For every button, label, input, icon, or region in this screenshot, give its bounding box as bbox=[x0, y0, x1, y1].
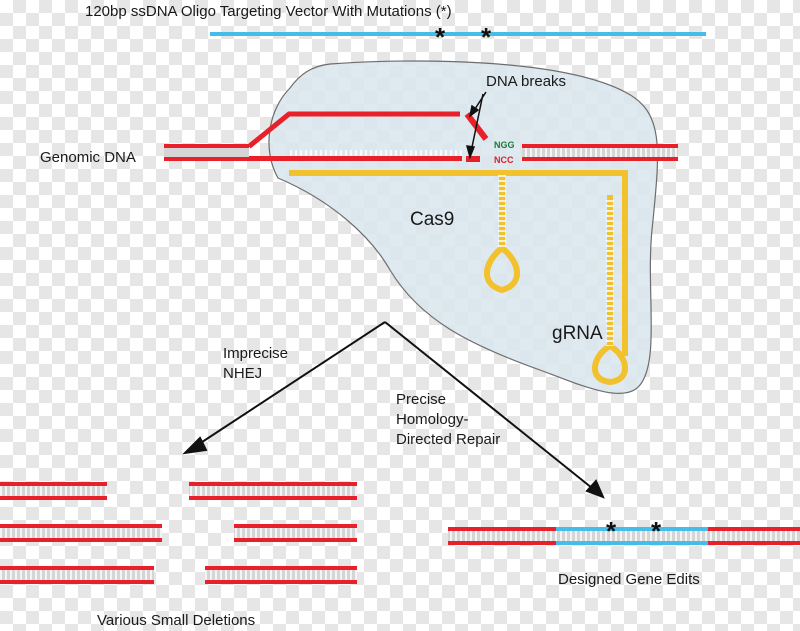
pam-top: NGG bbox=[494, 140, 515, 150]
oligo-mutation-mark-2: * bbox=[481, 22, 492, 52]
deletion-row-2 bbox=[0, 524, 357, 542]
deletion-products bbox=[0, 482, 357, 584]
grna-label: gRNA bbox=[552, 323, 603, 344]
hdr-line-3: Directed Repair bbox=[396, 431, 500, 448]
guide-rna bbox=[289, 170, 628, 386]
nhej-line-2: NHEJ bbox=[223, 365, 262, 382]
hdr-line-2: Homology- bbox=[396, 411, 469, 428]
edit-mutation-mark-1: * bbox=[606, 516, 617, 546]
cas9-label: Cas9 bbox=[410, 209, 454, 230]
deletion-row-3 bbox=[0, 566, 357, 584]
edited-dna bbox=[448, 527, 800, 545]
edits-label: Designed Gene Edits bbox=[558, 571, 700, 588]
repair-arrows bbox=[182, 321, 605, 499]
hdr-line-1: Precise bbox=[396, 391, 446, 408]
dna-breaks-label: DNA breaks bbox=[486, 73, 566, 90]
pam-bottom: NCC bbox=[494, 155, 514, 165]
edit-mutation-mark-2: * bbox=[651, 516, 662, 546]
genomic-dna-label: Genomic DNA bbox=[40, 149, 136, 166]
oligo-mutation-mark-1: * bbox=[435, 22, 446, 52]
deletions-label: Various Small Deletions bbox=[97, 612, 255, 629]
dna-break-arrows bbox=[465, 91, 487, 160]
genomic-dna bbox=[164, 111, 678, 162]
deletion-row-1 bbox=[0, 482, 357, 500]
nhej-line-1: Imprecise bbox=[223, 345, 288, 362]
title: 120bp ssDNA Oligo Targeting Vector With … bbox=[85, 3, 452, 20]
